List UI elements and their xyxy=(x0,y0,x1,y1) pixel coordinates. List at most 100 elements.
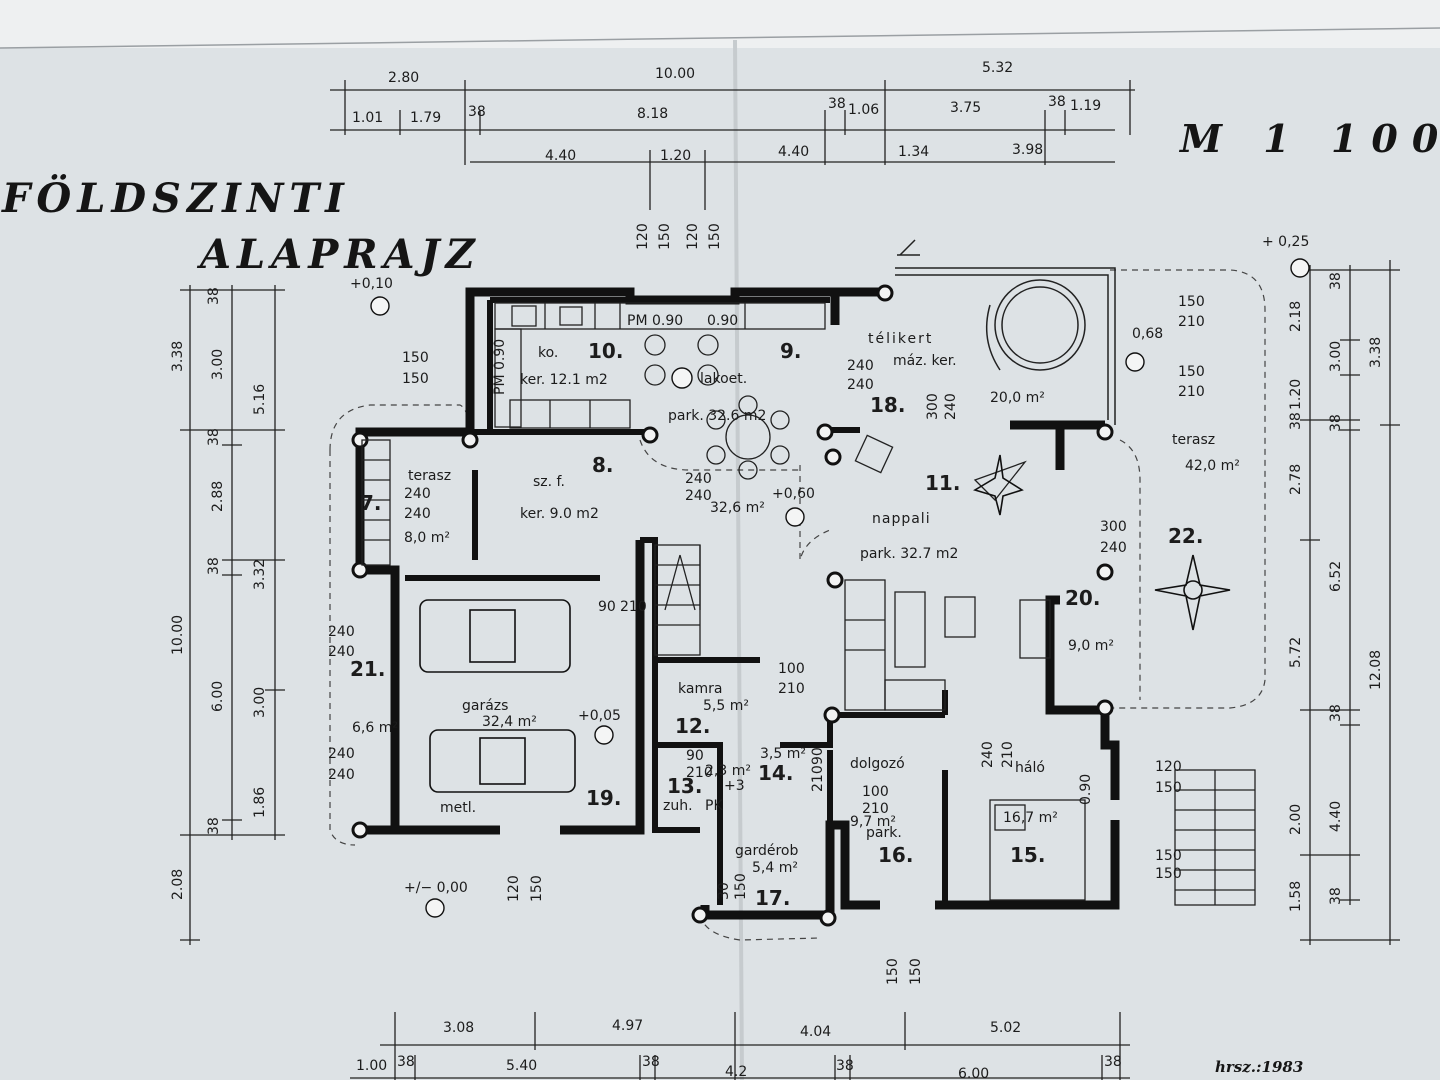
opening-size: 150 xyxy=(1178,294,1205,310)
dim-bottom: 5.02 xyxy=(990,1020,1021,1036)
plan-title-line1: FÖLDSZINTI xyxy=(1,175,350,222)
dim-left: 3.00 xyxy=(210,349,226,380)
dim-top: 38 xyxy=(1048,94,1066,110)
opening-size: 120 xyxy=(506,875,522,902)
room-area: 6,6 m² xyxy=(352,720,398,736)
dim-left: 2.88 xyxy=(210,481,226,512)
dim-top: 1.34 xyxy=(898,144,929,160)
room-number: 20. xyxy=(1065,586,1100,610)
room-number: 8. xyxy=(592,453,614,477)
dim-top: 5.32 xyxy=(982,60,1013,76)
level-label: +/− 0,00 xyxy=(404,880,468,896)
dim-right: 3.38 xyxy=(1368,337,1384,368)
opening-size: 150 xyxy=(885,958,901,985)
dim-top: 2.80 xyxy=(388,70,419,86)
bottom-dimension-chains xyxy=(350,1012,1130,1080)
opening-size: 240 xyxy=(328,746,355,762)
opening-size: 210 xyxy=(1000,741,1016,768)
opening-size: 240 xyxy=(404,506,431,522)
dim-top: 1.79 xyxy=(410,110,441,126)
dim-bottom: 38 xyxy=(397,1054,415,1070)
opening-size: 240 xyxy=(328,767,355,783)
interior-walls xyxy=(405,297,1053,905)
dim-left: 38 xyxy=(206,287,222,305)
dim-top: 38 xyxy=(468,104,486,120)
level-label: 0,68 xyxy=(1132,326,1163,342)
dim-bottom: 6.00 xyxy=(958,1066,989,1080)
room-number: 16. xyxy=(878,843,913,867)
opening-size: 240 xyxy=(1100,540,1127,556)
room-name: terasz xyxy=(408,468,451,484)
living-furniture xyxy=(844,434,1051,711)
opening-size: 120 xyxy=(685,223,701,250)
opening-size: 240 xyxy=(943,393,959,420)
opening-size: 300 xyxy=(1100,519,1127,535)
room-name: dolgozó xyxy=(850,756,905,772)
opening-size: 150 xyxy=(707,223,723,250)
room-area: 42,0 m² xyxy=(1185,458,1240,474)
room-number: 17. xyxy=(755,886,790,910)
dim-right: 1.58 xyxy=(1288,881,1304,912)
dim-top: 1.20 xyxy=(660,148,691,164)
room-20: 20. 9,0 m² xyxy=(1065,586,1114,654)
dim-bottom: 38 xyxy=(642,1054,660,1070)
dim-bottom: 38 xyxy=(1104,1054,1122,1070)
opening-size: 30 xyxy=(716,882,732,900)
opening-size: 210 xyxy=(1178,384,1205,400)
compass-icon xyxy=(973,454,1231,631)
room-area: 2,3 m² xyxy=(705,763,751,779)
room-name: télikert xyxy=(868,331,933,347)
left-dimension-chains xyxy=(180,285,285,945)
opening-size: 240 xyxy=(847,358,874,374)
room-number: 12. xyxy=(675,714,710,738)
dim-bottom: 4.2 xyxy=(725,1064,747,1080)
room-area: park. 32.6 m2 xyxy=(668,408,766,424)
dim-top: 4.40 xyxy=(545,148,576,164)
dining-table xyxy=(706,395,790,480)
room-number: 21. xyxy=(350,657,385,681)
lot-number: hrsz.:1983 xyxy=(1215,1058,1303,1076)
conservatory-glazing xyxy=(895,239,1116,425)
dim-bottom: 3.08 xyxy=(443,1020,474,1036)
paper-edge xyxy=(0,0,1440,48)
room-name: gardérob xyxy=(735,843,798,859)
room-number: 22. xyxy=(1168,524,1203,548)
opening-size: 240 xyxy=(847,377,874,393)
dim-left: 38 xyxy=(206,428,222,446)
room-area: 3,5 m² xyxy=(760,746,806,762)
opening-size: 150 xyxy=(657,223,673,250)
opening-size: 90 xyxy=(686,748,704,764)
level-label: +0,05 xyxy=(578,708,621,724)
dim-bottom: 4.97 xyxy=(612,1018,643,1034)
opening-size: 120 xyxy=(635,223,651,250)
dim-top: 1.06 xyxy=(848,102,879,118)
opening-size: 150 xyxy=(402,371,429,387)
dim-right: 2.18 xyxy=(1288,301,1304,332)
room-pantry: kamra 5,5 m² 12. xyxy=(675,681,749,738)
room-area: 9,7 m² xyxy=(850,814,896,830)
car-icon xyxy=(419,599,576,793)
room-area: ker. 12.1 m2 xyxy=(520,372,608,388)
dim-top: 1.19 xyxy=(1070,98,1101,114)
opening-size: 150 xyxy=(402,350,429,366)
room-dining: 9. lakoet. park. 32.6 m2 xyxy=(668,339,802,424)
dim-top: 8.18 xyxy=(637,106,668,122)
room-conservatory: télikert máz. ker. 18. 20,0 m² xyxy=(868,331,1045,417)
opening-size: 240 xyxy=(328,644,355,660)
dim-right: 4.40 xyxy=(1328,801,1344,832)
room-name: zuh. xyxy=(663,798,693,814)
opening-size: 150 xyxy=(529,875,545,902)
dim-left: 6.00 xyxy=(210,681,226,712)
dim-top: 1.01 xyxy=(352,110,383,126)
room-area: 32,4 m² xyxy=(482,714,537,730)
room-note: máz. ker. xyxy=(893,353,957,369)
dim-bottom: 5.40 xyxy=(506,1058,537,1074)
room-name: kamra xyxy=(678,681,722,697)
room-area: ker. 9.0 m2 xyxy=(520,506,599,522)
opening-size: 150 xyxy=(1155,780,1182,796)
scale-label: M 1 100 xyxy=(1178,116,1440,161)
right-dimension-chains xyxy=(1300,260,1400,945)
room-area: 5,5 m² xyxy=(703,698,749,714)
opening-size: 120 xyxy=(1155,759,1182,775)
